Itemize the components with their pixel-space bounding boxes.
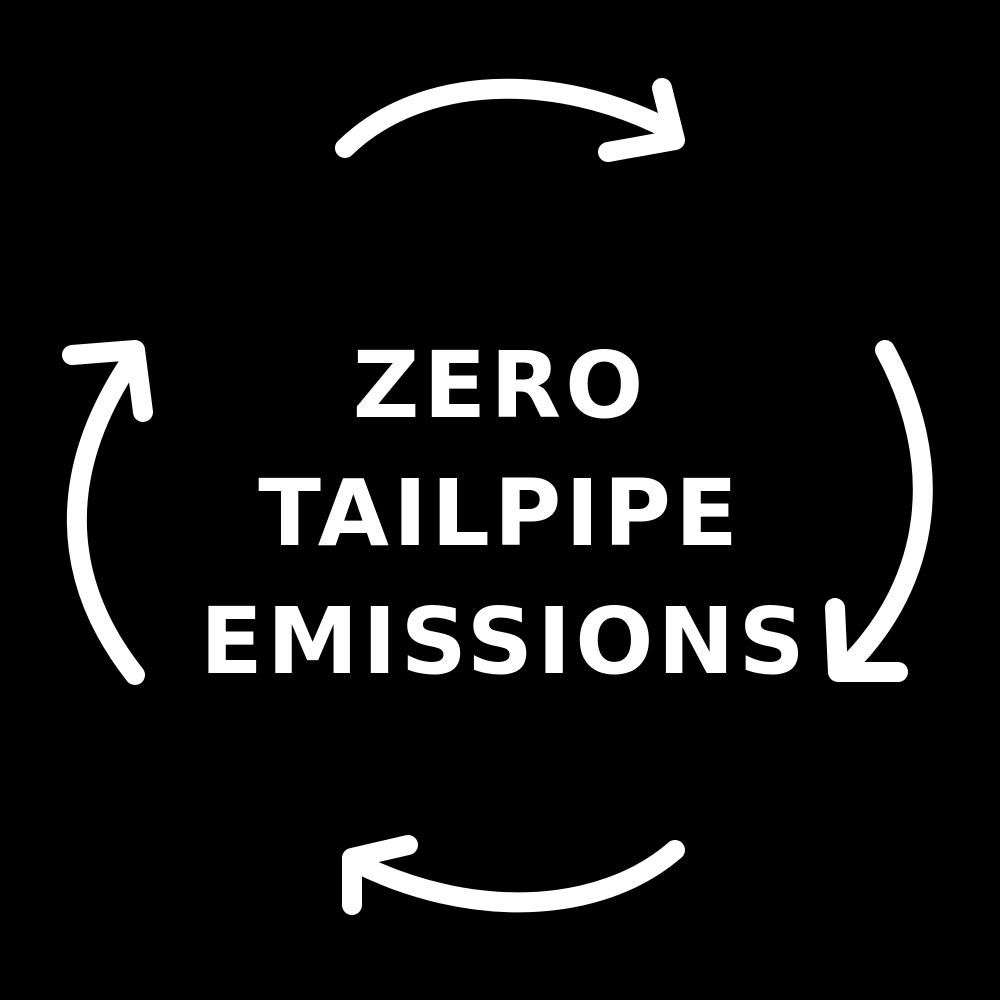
slogan-line-tailpipe: TAILPIPE [258, 460, 742, 567]
arrow-bottom-icon [342, 835, 685, 915]
arrow-right-icon [825, 340, 933, 682]
slogan: ZERO TAILPIPE EMISSIONS [200, 322, 809, 706]
slogan-line-zero: ZERO [352, 332, 648, 439]
arrow-left-icon [62, 340, 153, 685]
arrow-top-icon [335, 78, 685, 162]
slogan-line-emissions: EMISSIONS [200, 588, 809, 695]
